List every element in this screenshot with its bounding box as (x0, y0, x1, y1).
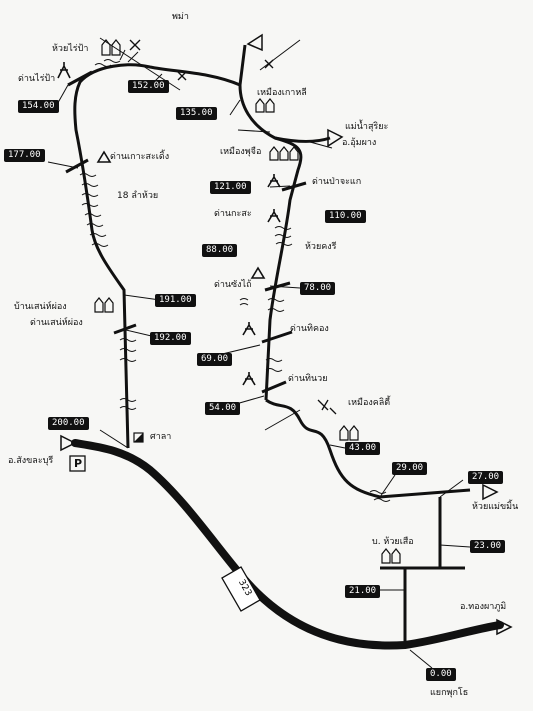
direction-triangle-sangkhla (60, 434, 77, 452)
road-south-east (265, 398, 471, 499)
place-huai-khong-si: ห้วยคงรี (305, 242, 337, 252)
km-marker: 121.00 (210, 181, 251, 194)
place-yaek-phu-so: แยกพุกโธ (430, 688, 469, 698)
place-o-um-phang: อ.อุ้มผาง (342, 138, 377, 148)
country-label: พม่า (172, 12, 189, 22)
place-dan-sane-phong: ด่านเสน่ห์ผ่อง (30, 318, 83, 328)
km-marker: 191.00 (155, 294, 196, 307)
km-marker: 0.00 (426, 668, 456, 681)
place-lam-huai: 18 ลำห้วย (117, 191, 159, 201)
km-marker: 27.00 (468, 471, 504, 484)
km-marker: 69.00 (197, 353, 233, 366)
place-o-thong-pha-phum: อ.ทองผาภูมิ (460, 602, 507, 612)
km-marker: 23.00 (470, 540, 506, 553)
place-dan-thi-nuai: ด่านทินวย (288, 374, 328, 384)
direction-triangle-thong-pha-phum (496, 618, 513, 636)
place-ban-sane-phong: บ้านเสน่ห์ผ่อง (14, 302, 67, 312)
place-dan-ko-sa: ด่านกะสะ (214, 209, 252, 219)
checkpoint-icons (57, 62, 281, 386)
road-west (73, 63, 241, 449)
km-marker: 29.00 (392, 462, 428, 475)
place-huai-mae-khamin: ห้วยแม่ขมิ้น (472, 502, 519, 512)
highway-323 (71, 439, 504, 650)
direction-triangle-um-phang (327, 128, 344, 148)
km-marker: 200.00 (48, 417, 89, 430)
km-marker: 88.00 (202, 244, 238, 257)
place-dan-pa-cha-kae: ด่านป่าจะแก (312, 177, 362, 187)
km-marker: 110.00 (325, 210, 366, 223)
place-mueang-phu-chue: เหมืองพุจือ (220, 147, 262, 157)
km-marker: 177.00 (4, 149, 45, 162)
km-marker: 54.00 (205, 402, 241, 415)
road-north-east (238, 84, 303, 401)
km-marker: 78.00 (300, 282, 336, 295)
km-marker: 135.00 (176, 107, 217, 120)
place-mueang-khli-ti: เหมืองคลิตี้ (348, 398, 391, 408)
place-dan-ko-sa-doeng: ด่านเกาะสะเดิ้ง (110, 152, 170, 162)
place-dan-rai-pa: ด่านไร่ป้า (18, 74, 56, 84)
place-dan-thi-khong: ด่านทิคอง (290, 324, 329, 334)
km-marker: 43.00 (345, 442, 381, 455)
km-marker: 21.00 (345, 585, 381, 598)
place-mueang-kao-li: เหมืองเกาหลี (257, 88, 307, 98)
road-um-phang (274, 136, 331, 143)
direction-triangle-mae-khamin (482, 483, 499, 501)
place-mae-nam-suriya: แม่น้ำสุริยะ (345, 122, 389, 132)
direction-triangle-top (246, 33, 263, 52)
place-dan-chang-tai: ด่านซังไถ้ (214, 280, 252, 290)
place-huai-rai-pa: ห้วยไร่ป้า (52, 44, 89, 54)
place-o-sangkhla-buri: อ.สังขละบุรี (8, 456, 54, 466)
parking-letter: P (74, 457, 83, 470)
place-ban-huai-suea: บ. ห้วยเสือ (372, 537, 414, 547)
road-top-up (238, 44, 247, 86)
km-marker: 152.00 (128, 80, 169, 93)
place-sala: ศาลา (150, 432, 172, 442)
village-icons (94, 39, 401, 564)
km-marker: 154.00 (18, 100, 59, 113)
km-marker: 192.00 (150, 332, 191, 345)
